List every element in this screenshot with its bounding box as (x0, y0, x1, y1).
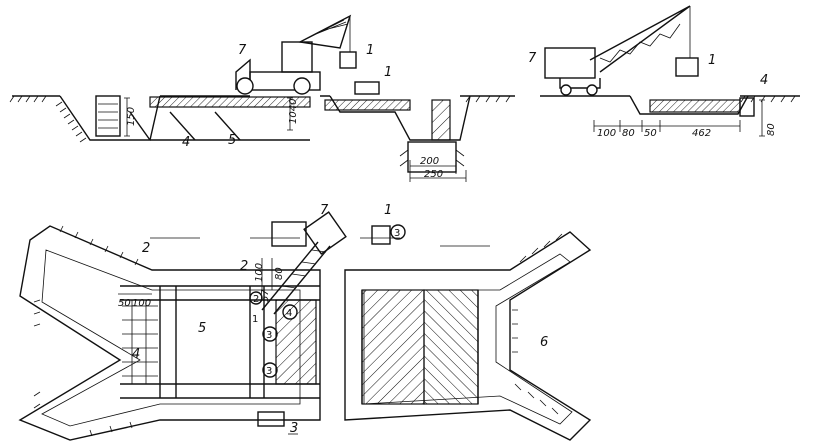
crane-truck-left (235, 14, 357, 95)
label-berm-mid: 2 (240, 259, 248, 274)
dim-depth-left: 150 (124, 97, 137, 137)
svg-text:80: 80 (766, 123, 777, 136)
svg-text:250: 250 (424, 169, 443, 180)
svg-text:50: 50 (118, 298, 131, 309)
svg-text:3: 3 (266, 366, 272, 377)
trench-profile-left (59, 95, 161, 141)
label-crane-plan: 7 (320, 203, 329, 218)
svg-text:3: 3 (394, 228, 400, 239)
pit (407, 141, 457, 173)
svg-text:2: 2 (253, 294, 259, 305)
label-crane-right: 7 (528, 51, 537, 66)
pit-ticks-left (33, 225, 139, 437)
marker-p1: 1 (252, 314, 258, 325)
label-crane-left: 7 (238, 43, 247, 58)
hatched-block-left (275, 299, 317, 385)
section-left: 7 1 1 4 5 150 1040 200 250 (9, 14, 515, 182)
label-strut-left: 5 (228, 133, 236, 148)
slab-left (149, 96, 311, 108)
svg-text:100: 100 (254, 263, 265, 282)
section-right: 7 1 4 100 80 50 462 80 (528, 5, 800, 139)
svg-text:50: 50 (644, 128, 657, 139)
label-slope-marker: 6 (540, 335, 548, 350)
label-sheeting-left: 4 (182, 135, 190, 150)
sheeting-box-left (95, 95, 121, 137)
svg-text:462: 462 (692, 128, 711, 139)
dim-depth-mid: 1040 (287, 97, 299, 131)
strut-grid (120, 285, 320, 399)
dim-chain-right: 100 80 50 462 (593, 120, 741, 139)
svg-text:200: 200 (420, 156, 439, 167)
hatched-block-right-b (423, 289, 479, 405)
dim-plan-vertical: 100 80 57 (254, 258, 285, 302)
slab-right (324, 99, 411, 111)
block-in-pit (431, 99, 451, 141)
crane-plan (261, 211, 347, 315)
svg-text:100: 100 (597, 128, 616, 139)
svg-text:150: 150 (126, 107, 137, 126)
svg-text:100: 100 (132, 298, 151, 309)
svg-text:4: 4 (286, 308, 292, 319)
block-plan-top (371, 225, 391, 245)
pit-outline-right (344, 231, 592, 441)
marker-p3-top: 3 (390, 224, 406, 240)
svg-text:57: 57 (260, 289, 271, 302)
marker-p4: 4 (282, 304, 298, 320)
marker-p2: 2 (249, 291, 263, 305)
dim-plan-horizontal: 50 100 (118, 293, 152, 309)
block-on-grade (354, 81, 380, 95)
svg-text:80: 80 (274, 267, 285, 280)
pit-inner-left (41, 249, 301, 427)
label-berm-left: 2 (142, 241, 150, 256)
label-block-grade: 1 (384, 65, 392, 80)
label-sheeting-plan: 4 (132, 347, 140, 362)
slab-right-section (649, 99, 741, 113)
hatched-block-right-a (361, 289, 425, 405)
svg-text:80: 80 (622, 128, 635, 139)
label-block-right: 1 (708, 53, 716, 68)
ground-tick-marks (9, 95, 511, 103)
dim-width-pit: 200 250 (409, 156, 467, 182)
trench-slope-hatching (55, 101, 87, 143)
crawler-crane (544, 5, 699, 96)
road-edge (150, 237, 490, 247)
block-stack-legend: 3 (257, 411, 298, 436)
marker-p3-low: 3 (262, 362, 278, 378)
marker-p3-mid: 3 (262, 326, 278, 342)
pit-ticks-right (512, 233, 563, 415)
dim-height-right: 80 (759, 99, 777, 137)
label-sheeting-right: 4 (760, 73, 768, 88)
label-block-plan: 1 (384, 203, 392, 218)
sheeting-right-section (739, 97, 755, 117)
plan-view: 3 2 4 3 3 1 7 1 2 2 5 4 6 3 (18, 203, 592, 441)
trench-profile-right-section (629, 95, 749, 115)
label-strut-plan: 5 (198, 321, 206, 336)
svg-text:3: 3 (266, 330, 272, 341)
pit-outline-left (18, 225, 321, 441)
svg-text:1040: 1040 (288, 99, 299, 124)
svg-text:3: 3 (290, 421, 298, 436)
label-block-top: 1 (366, 43, 374, 58)
